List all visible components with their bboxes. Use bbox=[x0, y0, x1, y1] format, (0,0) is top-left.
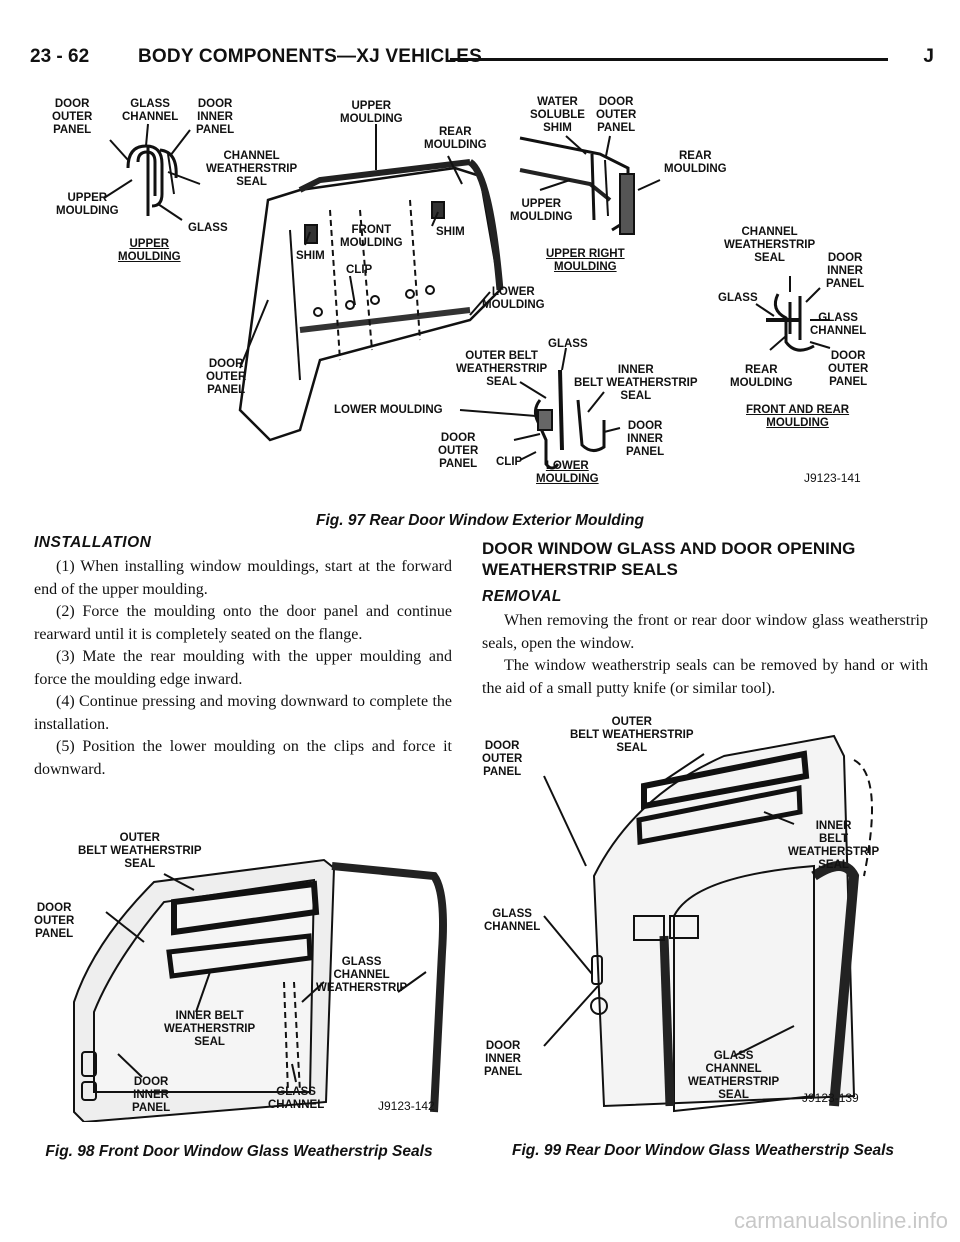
label-glass-channel-c: GLASS CHANNEL bbox=[810, 312, 867, 337]
label-inner-belt-weatherstrip-seal: INNER BELT WEATHERSTRIP SEAL bbox=[164, 1010, 256, 1048]
page-number: 23 - 62 bbox=[30, 46, 90, 67]
header-letter: J bbox=[923, 46, 934, 67]
page-header: 23 - 62 BODY COMPONENTS—XJ VEHICLES J bbox=[20, 44, 940, 72]
label-door-outer-panel: DOOR OUTER PANEL bbox=[482, 740, 523, 778]
label-glass-channel: GLASS CHANNEL bbox=[122, 98, 179, 123]
title-upper-moulding: UPPER MOULDING bbox=[118, 238, 181, 263]
label-rear-moulding-center: REAR MOULDING bbox=[424, 126, 487, 151]
label-lower-moulding-center: LOWER MOULDING bbox=[482, 286, 545, 311]
label-door-outer-panel: DOOR OUTER PANEL bbox=[52, 98, 93, 136]
label-water-soluble-shim: WATER SOLUBLE SHIM bbox=[530, 96, 585, 134]
figure-97: DOOR OUTER PANEL GLASS CHANNEL DOOR INNE… bbox=[0, 80, 960, 530]
header-rule bbox=[450, 58, 888, 61]
watermark: carmanualsonline.info bbox=[733, 1208, 948, 1233]
label-inner-belt-weatherstrip-seal: INNER BELT WEATHERSTRIP SEAL bbox=[788, 820, 880, 871]
figure-99: OUTER BELT WEATHERSTRIP SEAL DOOR OUTER … bbox=[474, 716, 934, 1116]
step-2: (2) Force the moulding onto the door pan… bbox=[34, 603, 452, 643]
label-door-inner-panel-d: DOOR INNER PANEL bbox=[626, 420, 665, 458]
step-4: (4) Continue pressing and moving downwar… bbox=[34, 693, 452, 733]
label-lower-moulding-d: LOWER MOULDING bbox=[334, 404, 443, 416]
label-shim-right: SHIM bbox=[436, 226, 465, 238]
label-door-inner-panel: DOOR INNER PANEL bbox=[196, 98, 235, 136]
door-window-heading: DOOR WINDOW GLASS AND DOOR OPENING WEATH… bbox=[482, 539, 856, 579]
figure-98-code: J9123-142 bbox=[378, 1099, 435, 1113]
label-inner-belt-weatherstrip-seal: INNER BELT WEATHERSTRIP SEAL bbox=[574, 364, 698, 402]
removal-text: When removing the front or rear door win… bbox=[482, 610, 928, 700]
figure-98-caption: Fig. 98 Front Door Window Glass Weathers… bbox=[45, 1143, 433, 1160]
removal-paragraph-1: When removing the front or rear door win… bbox=[482, 612, 928, 652]
label-rear-moulding-b: REAR MOULDING bbox=[664, 150, 727, 175]
label-glass-channel: GLASS CHANNEL bbox=[268, 1086, 325, 1111]
step-5: (5) Position the lower moulding on the c… bbox=[34, 738, 452, 778]
label-channel-weatherstrip-seal-c: CHANNEL WEATHERSTRIP SEAL bbox=[724, 226, 816, 264]
label-shim-left: SHIM bbox=[296, 250, 325, 262]
removal-heading: REMOVAL bbox=[482, 588, 562, 605]
label-channel-weatherstrip-seal: CHANNEL WEATHERSTRIP SEAL bbox=[206, 150, 298, 188]
removal-paragraph-2: The window weatherstrip seals can be rem… bbox=[482, 657, 928, 697]
label-door-outer-panel: DOOR OUTER PANEL bbox=[34, 902, 75, 940]
figure-97-drawing bbox=[103, 123, 831, 470]
step-1: (1) When installing window mouldings, st… bbox=[34, 558, 452, 598]
figure-99-code: J9123-139 bbox=[802, 1091, 859, 1105]
installation-steps: (1) When installing window mouldings, st… bbox=[34, 556, 452, 781]
label-glass-d: GLASS bbox=[548, 338, 588, 350]
figure-98-drawing bbox=[73, 858, 447, 1122]
label-upper-moulding-center: UPPER MOULDING bbox=[340, 100, 403, 125]
label-door-outer-panel-center: DOOR OUTER PANEL bbox=[206, 358, 247, 396]
label-door-inner-panel: DOOR INNER PANEL bbox=[484, 1040, 523, 1078]
installation-heading: INSTALLATION bbox=[34, 534, 152, 551]
figure-98: OUTER BELT WEATHERSTRIP SEAL DOOR OUTER … bbox=[34, 832, 454, 1122]
step-3: (3) Mate the rear moulding with the uppe… bbox=[34, 648, 452, 688]
title-front-and-rear-moulding: FRONT AND REAR MOULDING bbox=[746, 404, 850, 429]
figure-97-code: J9123-141 bbox=[804, 471, 861, 485]
section-title: BODY COMPONENTS—XJ VEHICLES bbox=[138, 46, 482, 67]
label-upper-moulding: UPPER MOULDING bbox=[56, 192, 119, 217]
label-door-inner-panel: DOOR INNER PANEL bbox=[132, 1076, 171, 1114]
label-door-outer-panel-c: DOOR OUTER PANEL bbox=[828, 350, 869, 388]
label-outer-belt-weatherstrip-seal: OUTER BELT WEATHERSTRIP SEAL bbox=[570, 716, 694, 754]
figure-99-drawing bbox=[543, 734, 873, 1113]
label-glass-channel-weatherstrip-seal: GLASS CHANNEL WEATHERSTRIP SEAL bbox=[688, 1050, 780, 1101]
label-clip: CLIP bbox=[346, 264, 373, 276]
figure-97-caption: Fig. 97 Rear Door Window Exterior Mouldi… bbox=[316, 512, 644, 529]
label-glass: GLASS bbox=[188, 222, 228, 234]
title-upper-right-moulding: UPPER RIGHT MOULDING bbox=[546, 248, 625, 273]
label-glass-channel-weatherstrip: GLASS CHANNEL WEATHERSTRIP bbox=[316, 956, 408, 994]
label-door-inner-panel-c: DOOR INNER PANEL bbox=[826, 252, 865, 290]
title-lower-moulding: LOWER MOULDING bbox=[536, 460, 599, 485]
label-glass-channel: GLASS CHANNEL bbox=[484, 908, 541, 933]
label-upper-moulding-b: UPPER MOULDING bbox=[510, 198, 573, 223]
label-clip-d: CLIP bbox=[496, 456, 523, 468]
label-front-moulding: FRONT MOULDING bbox=[340, 224, 403, 249]
label-door-outer-panel-d: DOOR OUTER PANEL bbox=[438, 432, 479, 470]
figure-99-caption: Fig. 99 Rear Door Window Glass Weatherst… bbox=[511, 1142, 894, 1159]
label-glass-c: GLASS bbox=[718, 292, 758, 304]
label-door-outer-panel-b: DOOR OUTER PANEL bbox=[596, 96, 637, 134]
label-outer-belt-weatherstrip-seal: OUTER BELT WEATHERSTRIP SEAL bbox=[456, 350, 548, 388]
label-outer-belt-weatherstrip-seal: OUTER BELT WEATHERSTRIP SEAL bbox=[78, 832, 202, 870]
label-rear-moulding-c: REAR MOULDING bbox=[730, 364, 793, 389]
